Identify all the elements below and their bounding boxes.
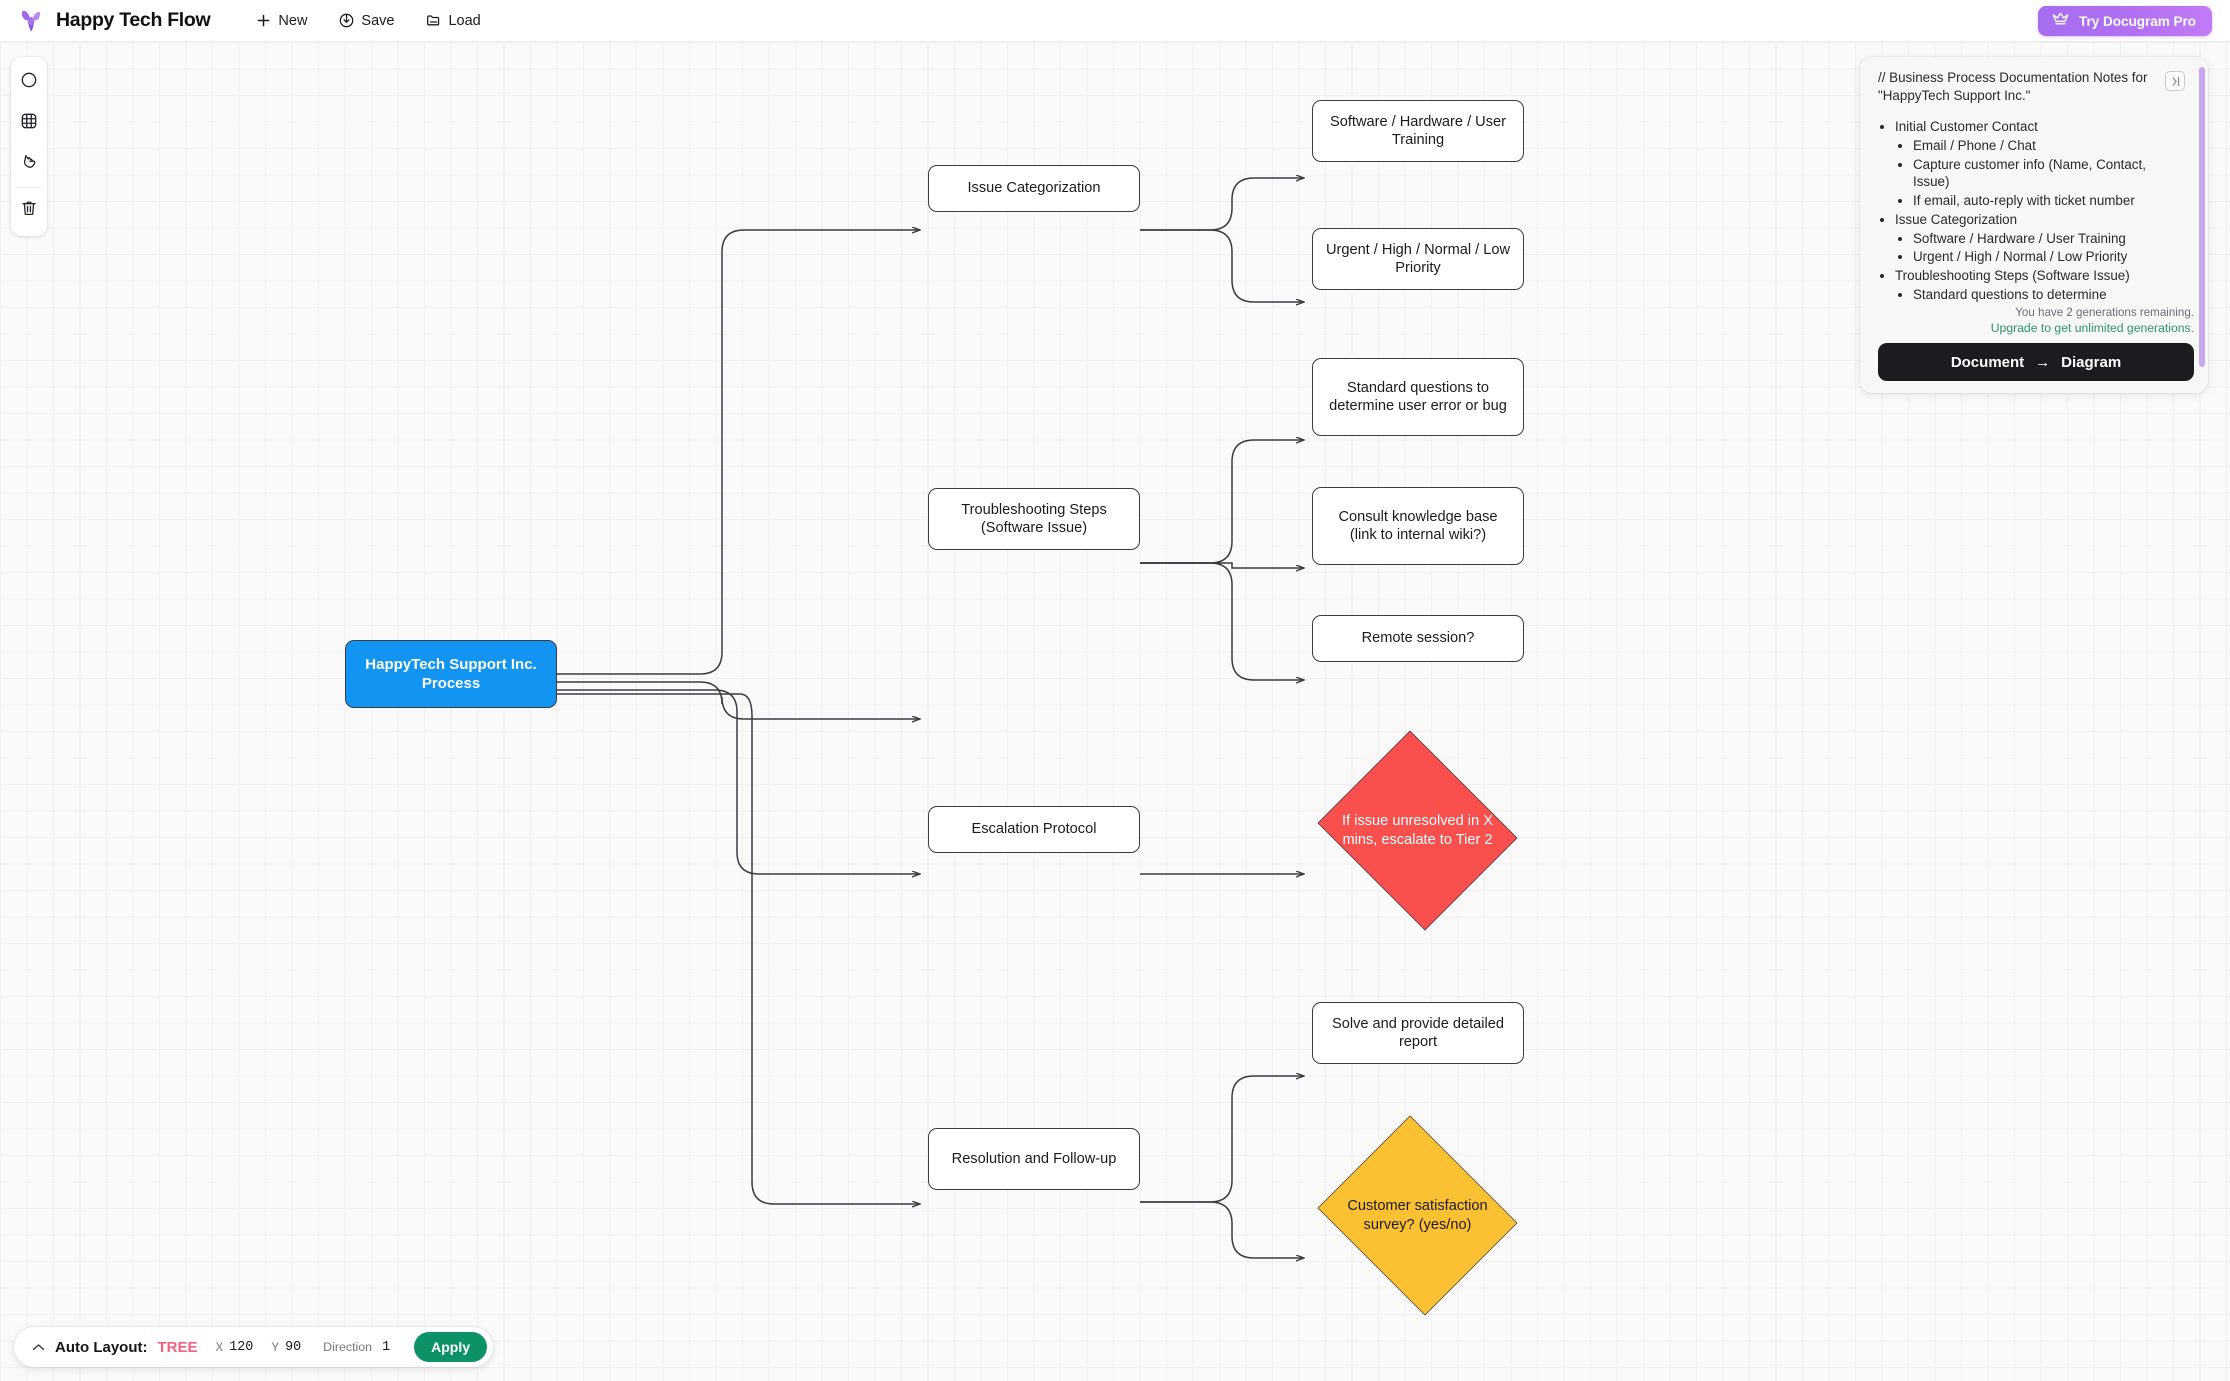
direction-label: Direction — [323, 1340, 373, 1354]
folder-icon — [426, 13, 441, 28]
node-label: Remote session? — [1312, 615, 1524, 662]
node-label: Resolution and Follow-up — [928, 1128, 1140, 1190]
document-to-diagram-button[interactable]: Document → Diagram — [1878, 343, 2194, 382]
shape-toolbar — [11, 57, 47, 236]
y-spacing-field[interactable]: Y 90 — [271, 1340, 301, 1355]
notes-outline-item: Initial Customer ContactEmail / Phone / … — [1895, 118, 2178, 209]
diagram-node-diamond-esc1[interactable]: If issue unresolved in X mins, escalate … — [1310, 730, 1525, 931]
pointer-icon — [20, 153, 38, 176]
trash-icon — [20, 199, 38, 222]
documentation-notes-panel[interactable]: // Business Process Documentation Notes … — [1860, 57, 2208, 394]
x-spacing-value[interactable]: 120 — [229, 1339, 254, 1355]
select-tool[interactable] — [11, 144, 47, 185]
notes-outline-subitem: Standard questions to determine — [1913, 286, 2178, 304]
node-label: Urgent / High / Normal / Low Priority — [1312, 228, 1524, 290]
notes-scrollbar[interactable] — [2199, 67, 2205, 367]
convert-to-label: Diagram — [2061, 353, 2122, 371]
generations-remaining: You have 2 generations remaining. — [2015, 306, 2194, 320]
y-spacing-value[interactable]: 90 — [285, 1339, 302, 1355]
grid-icon — [20, 112, 38, 135]
node-label: Standard questions to determine user err… — [1312, 358, 1524, 436]
auto-layout-label: Auto Layout: — [55, 1338, 148, 1356]
node-label: Solve and provide detailed report — [1312, 1002, 1524, 1064]
diagram-node-root[interactable]: HappyTech Support Inc. Process — [345, 640, 557, 708]
x-spacing-field[interactable]: X 120 — [216, 1340, 254, 1355]
load-label: Load — [448, 12, 481, 29]
save-label: Save — [361, 12, 395, 29]
diagram-node-cat2[interactable]: Urgent / High / Normal / Low Priority — [1312, 228, 1524, 290]
try-pro-label: Try Docugram Pro — [2078, 13, 2196, 29]
notes-outline-subitem: Urgent / High / Normal / Low Priority — [1913, 248, 2178, 266]
diagram-node-cat1[interactable]: Software / Hardware / User Training — [1312, 100, 1524, 162]
grid-tool[interactable] — [11, 103, 47, 144]
chevron-up-icon[interactable] — [32, 1340, 45, 1355]
crown-icon — [2051, 11, 2070, 31]
save-icon — [339, 13, 354, 28]
arrow-right-icon: → — [2035, 353, 2051, 371]
notes-outline-subitem: Capture customer info (Name, Contact, Is… — [1913, 156, 2178, 191]
try-pro-button[interactable]: Try Docugram Pro — [2037, 6, 2212, 36]
edge-layer — [557, 42, 2230, 1381]
notes-header: // Business Process Documentation Notes … — [1878, 70, 2148, 103]
diagram-node-diamond-res2[interactable]: Customer satisfaction survey? (yes/no) — [1310, 1115, 1525, 1316]
diagram-node-res1[interactable]: Solve and provide detailed report — [1312, 1002, 1524, 1064]
node-label: Escalation Protocol — [928, 806, 1140, 853]
diagram-canvas[interactable] — [0, 42, 2230, 1381]
diagram-node-ts1[interactable]: Standard questions to determine user err… — [1312, 358, 1524, 436]
plus-icon — [256, 13, 271, 28]
notes-text[interactable]: // Business Process Documentation Notes … — [1878, 69, 2194, 304]
diagram-node-esc[interactable]: Escalation Protocol — [928, 806, 1140, 853]
node-label: Software / Hardware / User Training — [1312, 100, 1524, 162]
toolbar-divider — [16, 187, 42, 188]
shape-circle-tool[interactable] — [11, 62, 47, 103]
node-label: HappyTech Support Inc. Process — [345, 640, 557, 708]
y-spacing-key: Y — [271, 1340, 280, 1354]
node-label: Customer satisfaction survey? (yes/no) — [1347, 1198, 1488, 1233]
delete-tool[interactable] — [11, 190, 47, 231]
node-label: If issue unresolved in X mins, escalate … — [1342, 813, 1493, 848]
node-label: Consult knowledge base (link to internal… — [1312, 487, 1524, 565]
notes-outline-subitem: Software / Hardware / User Training — [1913, 230, 2178, 248]
butterfly-logo-icon — [18, 8, 44, 34]
convert-from-label: Document — [1950, 353, 2025, 371]
page-title: Happy Tech Flow — [56, 9, 211, 31]
auto-layout-mode[interactable]: TREE — [157, 1338, 198, 1356]
notes-outline-item: Troubleshooting Steps (Software Issue)St… — [1895, 267, 2178, 303]
notes-outline-subitem: Email / Phone / Chat — [1913, 137, 2178, 155]
new-label: New — [278, 12, 308, 29]
top-toolbar: Happy Tech Flow New Save — [0, 0, 2230, 42]
direction-value[interactable]: 1 — [382, 1339, 391, 1355]
auto-layout-bar: Auto Layout: TREE X 120 Y 90 Direction 1… — [14, 1327, 493, 1367]
panel-collapse-icon[interactable] — [2165, 71, 2185, 91]
diagram-node-cat[interactable]: Issue Categorization — [928, 165, 1140, 212]
diagram-node-ts3[interactable]: Remote session? — [1312, 615, 1524, 662]
node-label: Troubleshooting Steps (Software Issue) — [928, 488, 1140, 550]
circle-icon — [20, 71, 38, 94]
notes-outline: Initial Customer ContactEmail / Phone / … — [1895, 118, 2178, 303]
apply-button[interactable]: Apply — [414, 1332, 487, 1362]
x-spacing-key: X — [215, 1340, 224, 1354]
file-menu: New Save Load — [252, 9, 484, 33]
upgrade-link[interactable]: Upgrade to get unlimited generations. — [1990, 321, 2194, 336]
load-button[interactable]: Load — [422, 9, 484, 33]
diagram-node-ts[interactable]: Troubleshooting Steps (Software Issue) — [928, 488, 1140, 550]
node-label: Issue Categorization — [928, 165, 1140, 212]
diagram-node-res[interactable]: Resolution and Follow-up — [928, 1128, 1140, 1190]
save-button[interactable]: Save — [335, 9, 398, 33]
diagram-node-ts2[interactable]: Consult knowledge base (link to internal… — [1312, 487, 1524, 565]
notes-outline-subitem: If email, auto-reply with ticket number — [1913, 192, 2178, 210]
new-button[interactable]: New — [252, 9, 311, 33]
